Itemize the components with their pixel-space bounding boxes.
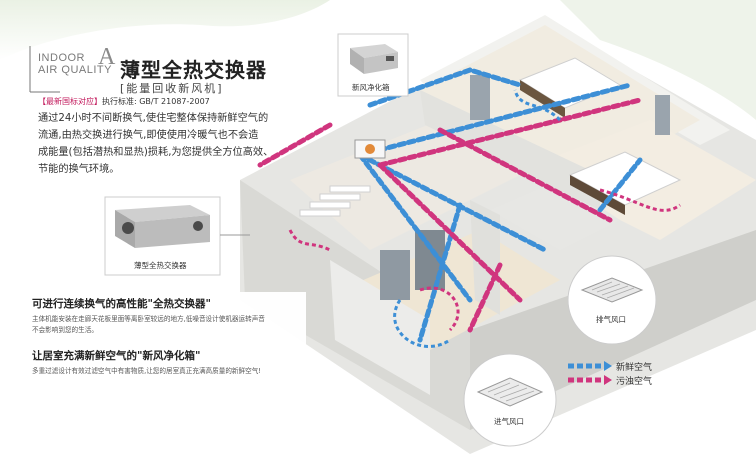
info-box: 可进行连续换气的高性能"全热交换器" 主体机能安装在走廊天花板里面等离卧室较远的… <box>30 292 306 388</box>
legend-fresh-arrow <box>568 361 612 371</box>
description-line: 流通,由热交换进行换气,即使使用冷暖气也不会造 <box>38 130 259 141</box>
legend-fresh-air: 新鲜空气 <box>616 363 653 373</box>
legend-dirty-air: 污浊空气 <box>616 377 653 387</box>
interior-wall <box>330 260 430 395</box>
info-text-1a: 主体机能安装在走廊天花板里面等离卧室较远的地方,低噪音设计使机器运转声音 <box>32 315 265 323</box>
airflow-swirls <box>288 89 681 348</box>
info-text-1b: 不会影响到您的生活。 <box>32 326 98 334</box>
description: 通过24小时不间断换气,使住宅整体保持新鲜空气的 流通,由热交换进行换气,即使使… <box>38 110 288 178</box>
bed-top <box>518 57 622 109</box>
page-subtitle: [能量回收新风机] <box>120 82 224 95</box>
brand-line1: INDOOR <box>38 52 85 64</box>
standard-text: 执行标准: GB/T 21087-2007 <box>102 97 210 106</box>
brand-line2: AIR QUALITY <box>38 64 112 76</box>
bathroom <box>490 180 620 250</box>
window-2 <box>655 95 670 135</box>
info-heading-1: 可进行连续换气的高性能"全热交换器" <box>32 298 211 310</box>
window <box>470 75 490 120</box>
interior-wall-2 <box>420 90 600 210</box>
heat-exchanger-caption: 薄型全热交换器 <box>134 261 187 270</box>
leaf-background-right <box>560 0 756 120</box>
standard-line: 【最新国标对应】执行标准: GB/T 21087-2007 <box>38 96 210 107</box>
fresh-air-box-product <box>350 44 398 74</box>
door-living <box>380 250 410 300</box>
dirty-air-ducts <box>257 97 643 333</box>
bed-top-frame <box>520 80 565 118</box>
exhaust-vent-product <box>580 277 644 303</box>
brand-letter: A <box>98 44 116 70</box>
unit-fan <box>365 144 375 154</box>
intake-vent-product <box>476 377 544 407</box>
exhaust-vent-caption: 排气风口 <box>596 315 626 324</box>
legend-dirty-arrow <box>568 375 612 385</box>
standard-tag: 【最新国标对应】 <box>38 97 102 106</box>
heat-exchanger-product <box>115 205 210 248</box>
description-line: 通过24小时不间断换气,使住宅整体保持新鲜空气的 <box>38 113 269 124</box>
info-heading-2: 让居室充满新鲜空气的"新风净化箱" <box>32 350 201 362</box>
description-line: 节能的换气环境。 <box>38 164 120 175</box>
info-text-2: 多重过滤设计有效过滤空气中有害物质,让您的居室真正充满高质量的新鲜空气! <box>32 367 261 375</box>
brand-mark: INDOOR AIR QUALITY A <box>38 45 115 76</box>
description-line: 成能量(包括潜热和显热)损耗,为您提供全方位高效、 <box>38 147 274 158</box>
bed-right-frame <box>570 175 625 215</box>
fresh-air-box-caption: 新风净化箱 <box>352 83 390 92</box>
staircase-room <box>290 120 520 250</box>
staircase <box>299 185 371 217</box>
page-title: 薄型全热交换器 <box>120 58 267 82</box>
leaf-background <box>0 0 330 60</box>
intake-vent-caption: 进气风口 <box>494 417 524 426</box>
